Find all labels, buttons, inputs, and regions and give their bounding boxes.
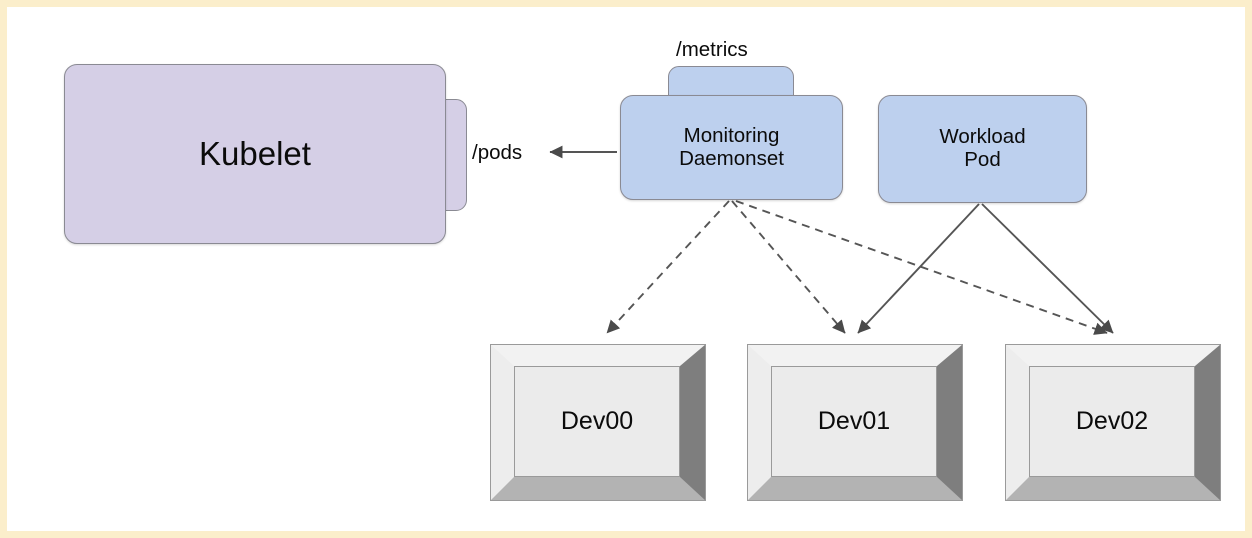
node-device-dev00[interactable]: Dev00 [490, 344, 706, 501]
device-label: Dev00 [560, 407, 634, 435]
daemonset-label: Monitoring Daemonset [679, 123, 784, 171]
kubelet-label: Kubelet [199, 134, 311, 172]
device-face: Dev01 [771, 366, 937, 477]
edge-daemonset-to-dev02 [735, 200, 1108, 335]
workload-label: Workload Pod [939, 125, 1026, 172]
daemonset-label-line1: Monitoring [683, 123, 780, 147]
node-kubelet[interactable]: Kubelet [64, 64, 446, 244]
device-label: Dev02 [1075, 407, 1149, 435]
edge-daemonset-to-dev01 [731, 200, 846, 334]
workload-label-line1: Workload [939, 125, 1026, 149]
node-device-dev02[interactable]: Dev02 [1005, 344, 1221, 501]
device-label: Dev01 [817, 407, 891, 435]
edge-workload-to-dev02 [981, 203, 1114, 334]
node-workload-pod[interactable]: Workload Pod [878, 95, 1087, 203]
workload-label-line2: Pod [964, 148, 1001, 171]
edge-workload-to-dev01 [857, 203, 980, 334]
device-face: Dev02 [1029, 366, 1195, 477]
daemonset-label-line2: Daemonset [679, 146, 784, 170]
node-monitoring-daemonset[interactable]: Monitoring Daemonset [620, 95, 843, 200]
device-face: Dev00 [514, 366, 680, 477]
edge-daemonset-to-dev00 [606, 200, 730, 334]
edge-label-pods: /pods [472, 141, 523, 164]
edge-label-metrics: /metrics [676, 38, 748, 61]
node-device-dev01[interactable]: Dev01 [747, 344, 963, 501]
